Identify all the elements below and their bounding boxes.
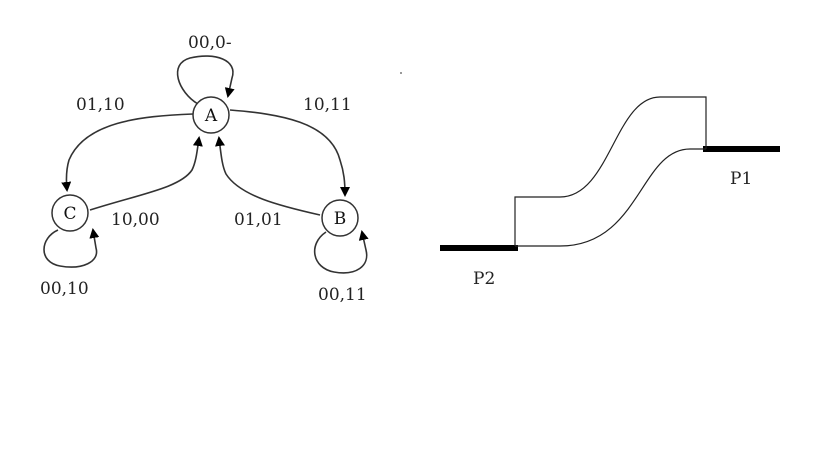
node-c: C [51,194,89,232]
edge-label-self-c: 00,10 [40,279,89,299]
edge-a-to-b [229,109,350,197]
node-b: B [321,199,359,237]
edge-label-b-to-a: 01,01 [234,210,283,230]
edge-label-self-b: 00,11 [318,285,367,305]
state-diagram: 00,0- 01,10 10,11 10,00 01,01 00,10 00,1… [40,33,369,305]
speck-mark [400,72,402,74]
edge-b-to-a [215,136,321,216]
edge-label-self-a: 00,0- [188,33,232,53]
edge-label-c-to-a: 10,00 [111,210,160,230]
edge-self-loop-a [176,55,235,105]
channel-upper-boundary [514,96,707,246]
edge-self-loop-b [313,230,369,274]
channel-figure: P2 P1 [440,96,780,289]
edge-self-loop-c [43,228,100,268]
port-label-p1: P1 [730,169,752,189]
channel-lower-boundary [515,148,706,247]
edge-label-a-to-c: 01,10 [76,95,125,115]
edge-c-to-a [89,136,203,211]
port-label-p2: P2 [473,269,495,289]
edge-label-a-to-b: 10,11 [303,95,352,115]
node-b-label: B [334,209,347,229]
node-a-label: A [204,106,218,126]
node-a: A [192,96,230,134]
edge-a-to-c [61,113,194,192]
node-c-label: C [63,204,76,224]
